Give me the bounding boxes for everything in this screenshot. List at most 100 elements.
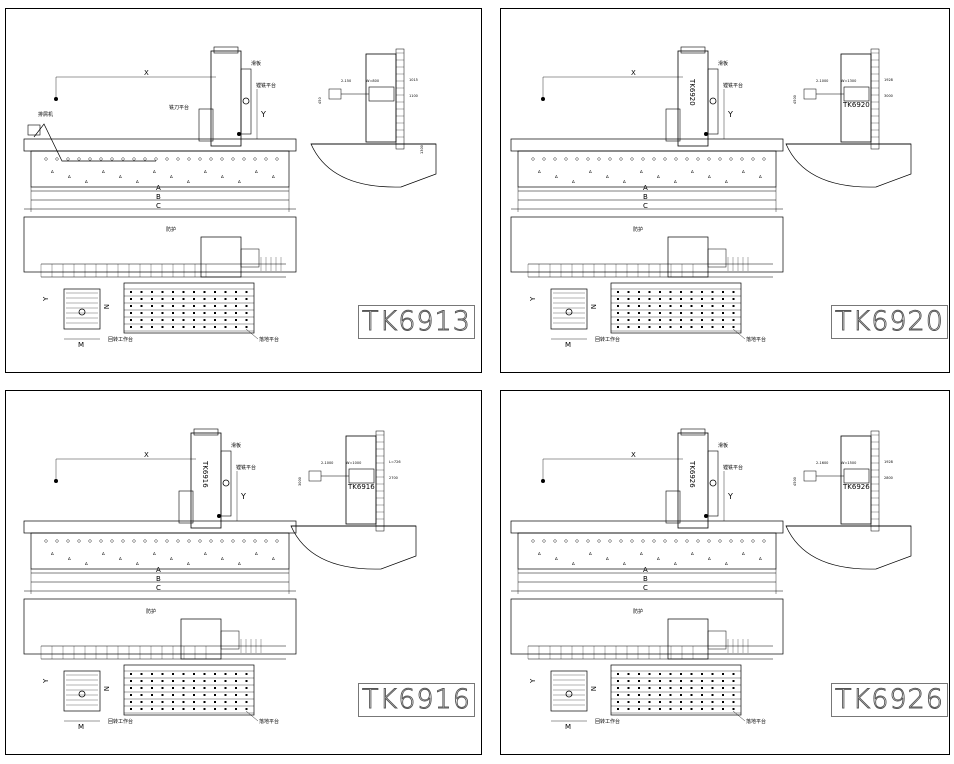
- ram-label: 铣刀平台: [169, 104, 189, 111]
- bed-bolt: [110, 539, 114, 543]
- floor-plate-hole: [140, 673, 143, 675]
- side-model-text: TK6926: [842, 483, 870, 491]
- bed-bolt: [575, 157, 579, 161]
- bed-bolt: [209, 157, 213, 161]
- floor-plate-hole: [711, 312, 714, 314]
- concrete-mark: ∆: [220, 556, 224, 561]
- y-axis-label: Y: [260, 110, 266, 119]
- floor-plate-hole: [151, 673, 153, 675]
- side-column: [840, 435, 872, 525]
- floor-plate-hole: [648, 298, 651, 300]
- bed-bolt: [685, 539, 689, 543]
- floor-plate-hole: [638, 701, 640, 703]
- floor-plate-hole: [711, 708, 714, 710]
- plan-headstock: [707, 248, 727, 268]
- floor-plate-hole: [617, 326, 619, 328]
- bed-bolt: [553, 539, 557, 543]
- floor-plate-hole: [224, 319, 227, 321]
- bed-bolt: [674, 539, 678, 543]
- floor-plate-hole: [722, 687, 724, 689]
- plan-column: [200, 236, 242, 278]
- plan-column: [667, 618, 709, 660]
- concrete-mark: ∆: [639, 551, 643, 556]
- guard-label: 防护: [633, 226, 643, 233]
- concrete-mark: ∆: [254, 551, 258, 556]
- side-foundation: [785, 143, 912, 188]
- chip-conveyor-label: 排屑机: [38, 111, 53, 118]
- floor-plate-hole: [722, 305, 724, 307]
- bed-bolt: [553, 157, 557, 161]
- leader-line: [245, 710, 259, 722]
- ram: [665, 490, 681, 524]
- floor-plate-hole: [711, 319, 714, 321]
- dim-d1: 2-1600: [816, 461, 828, 465]
- bed-bolt: [608, 157, 612, 161]
- floor-plate-hole: [627, 694, 630, 696]
- bed-bolt: [44, 539, 48, 543]
- floor-plate-hole: [711, 291, 714, 293]
- floor-plate-hole: [659, 305, 661, 307]
- headstock: [240, 68, 252, 135]
- floor-plate-hole: [669, 291, 672, 293]
- bed-bolt: [121, 157, 125, 161]
- dim-d2: W=800: [366, 79, 379, 83]
- rotary-table-label: 回转工作台: [595, 336, 620, 343]
- floor-plate-hole: [224, 298, 227, 300]
- floor-plate-hole: [722, 708, 724, 710]
- floor-plate-hole: [627, 298, 630, 300]
- floor-plate-label: 落地平台: [259, 336, 279, 343]
- floor-plate-hole: [214, 312, 216, 314]
- floor-plate-hole: [130, 312, 132, 314]
- bed-bolt: [99, 157, 103, 161]
- dim-d6: 1300: [420, 145, 424, 154]
- floor-plate-hole: [214, 305, 216, 307]
- floor-plate-hole: [203, 326, 206, 328]
- plan-column: [180, 618, 222, 660]
- floor-plate-hole: [161, 326, 164, 328]
- floor-plate-hole: [627, 312, 630, 314]
- side-foundation: [785, 525, 912, 570]
- guard-label: 防护: [166, 226, 176, 233]
- floor-plate-hole: [235, 291, 237, 293]
- dimension-c: C: [643, 202, 648, 210]
- floor-plate-hole: [638, 312, 640, 314]
- floor-plate-hole: [690, 291, 693, 293]
- side-guideway: [395, 48, 405, 150]
- dimension-c: C: [156, 202, 161, 210]
- floor-plate-hole: [659, 708, 661, 710]
- floor-plate-hole: [203, 701, 206, 703]
- floor-plate-hole: [182, 319, 185, 321]
- floor-plate-hole: [680, 708, 682, 710]
- rotary-y-label: Y: [42, 296, 50, 302]
- floor-plate-hole: [161, 319, 164, 321]
- floor-plate-hole: [680, 701, 682, 703]
- floor-plate-hole: [690, 326, 693, 328]
- rotary-table: [550, 288, 588, 330]
- rotary-m-label: M: [78, 723, 84, 731]
- floor-plate-hole: [722, 312, 724, 314]
- side-foundation: [310, 143, 437, 188]
- floor-plate-hole: [130, 673, 132, 675]
- floor-plate-hole: [193, 298, 195, 300]
- rotary-m-label: M: [565, 723, 571, 731]
- dimension-c: C: [643, 584, 648, 592]
- floor-plate-hole: [161, 701, 164, 703]
- floor-plate-hole: [722, 701, 724, 703]
- concrete-mark: ∆: [673, 561, 677, 566]
- floor-plate-hole: [130, 687, 132, 689]
- floor-plate-hole: [732, 305, 735, 307]
- floor-plate-hole: [193, 687, 195, 689]
- dim-d4: 2700: [389, 476, 398, 480]
- floor-plate-hole: [130, 291, 132, 293]
- floor-plate-hole: [669, 673, 672, 675]
- floor-plate-hole: [669, 680, 672, 682]
- concrete-mark: ∆: [588, 551, 592, 556]
- floor-plate-hole: [690, 673, 693, 675]
- floor-plate-hole: [617, 687, 619, 689]
- concrete-mark: ∆: [554, 556, 558, 561]
- bed-bolt: [685, 157, 689, 161]
- bed-bolt: [99, 539, 103, 543]
- floor-plate-hole: [638, 319, 640, 321]
- bed-bolt: [652, 157, 656, 161]
- bed-bolt: [77, 539, 81, 543]
